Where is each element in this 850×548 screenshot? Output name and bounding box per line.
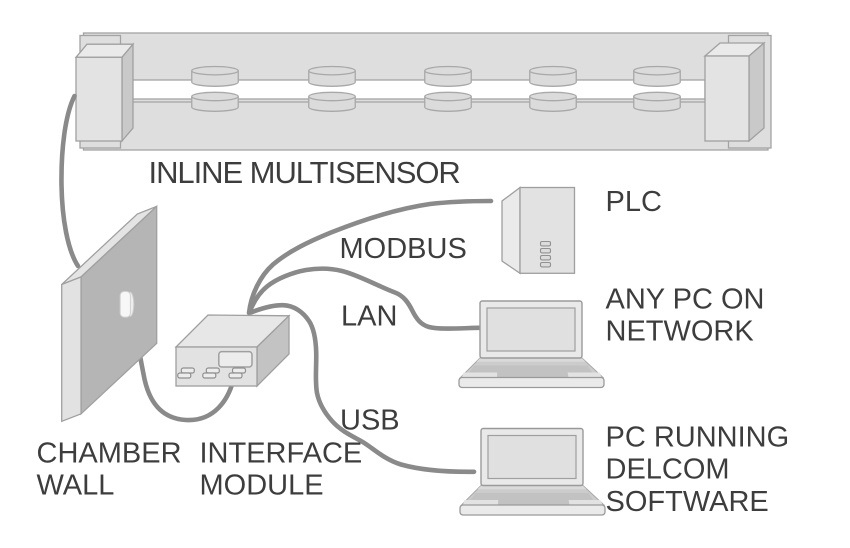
svg-text:INTERFACE: INTERFACE xyxy=(200,438,363,470)
svg-text:ANY PC ON: ANY PC ON xyxy=(606,284,765,316)
svg-text:CHAMBER: CHAMBER xyxy=(37,438,182,470)
svg-text:PLC: PLC xyxy=(606,186,662,218)
svg-text:MODBUS: MODBUS xyxy=(340,233,467,265)
svg-text:WALL: WALL xyxy=(37,470,115,502)
svg-text:INLINE MULTISENSOR: INLINE MULTISENSOR xyxy=(149,155,460,190)
svg-text:LAN: LAN xyxy=(341,300,397,332)
svg-text:MODULE: MODULE xyxy=(200,470,324,502)
svg-text:SOFTWARE: SOFTWARE xyxy=(606,486,769,518)
svg-text:NETWORK: NETWORK xyxy=(606,315,755,347)
svg-text:USB: USB xyxy=(340,404,400,436)
svg-text:PC RUNNING: PC RUNNING xyxy=(606,422,790,454)
svg-text:DELCOM: DELCOM xyxy=(606,454,730,486)
